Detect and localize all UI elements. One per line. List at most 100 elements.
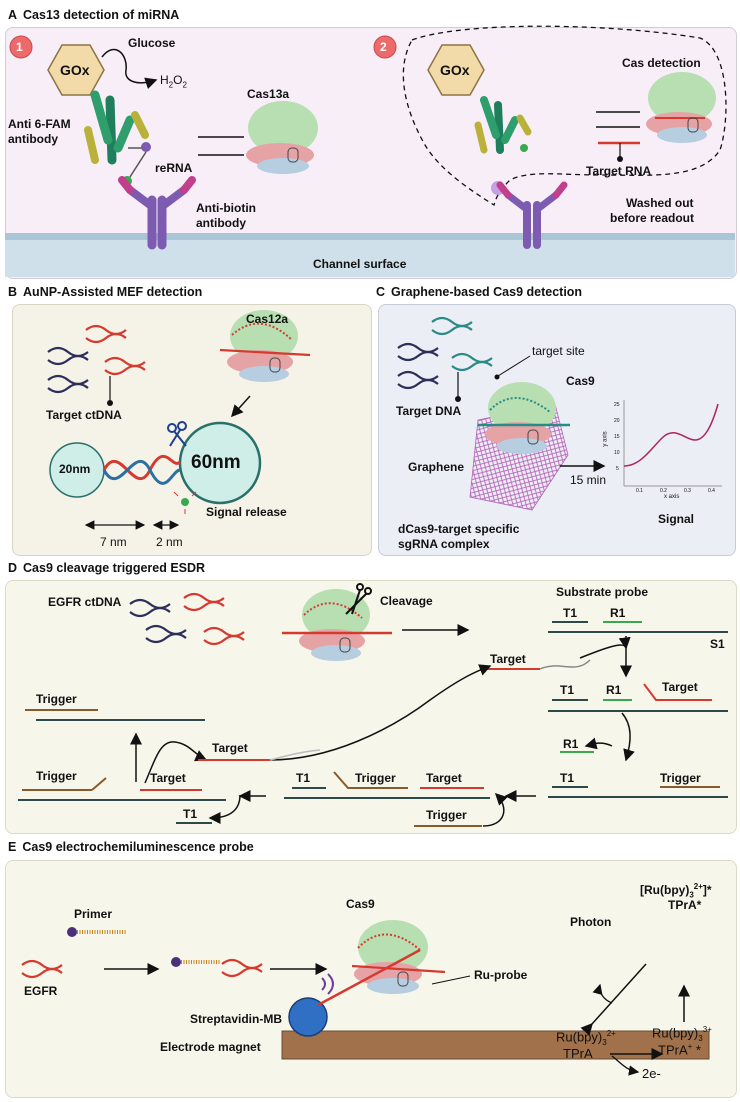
signal-waves-icon xyxy=(321,973,334,995)
t1-label-middle: T1 xyxy=(296,771,311,785)
r1-label-probe: R1 xyxy=(610,606,626,620)
panel-letter: C xyxy=(376,285,386,299)
glucose-label: Glucose xyxy=(128,36,176,50)
anti-biotin-antibody-2 xyxy=(496,181,568,249)
distance-2nm-label: 2 nm xyxy=(156,535,183,549)
panel-letter: B xyxy=(8,285,18,299)
r1-label-released: R1 xyxy=(563,737,579,751)
mini-xtick-2: 0.3 xyxy=(684,488,691,494)
mini-plot-xlabel: x axis xyxy=(664,494,680,500)
panel-letter: A xyxy=(8,8,18,22)
primer-dot xyxy=(67,927,77,937)
cas13a-protein-2 xyxy=(646,72,716,143)
washed-out-label-2: before readout xyxy=(610,211,695,225)
panel-a-graphics xyxy=(5,25,735,277)
np-60nm-label: 60nm xyxy=(191,452,241,473)
s1-label: S1 xyxy=(710,637,725,651)
cas9-label-e: Cas9 xyxy=(346,897,375,911)
step-2-marker xyxy=(373,35,397,59)
mini-ytick-4: 5 xyxy=(616,466,619,472)
mini-ytick-1: 20 xyxy=(614,418,620,424)
washed-out-label-1: Washed out xyxy=(626,196,694,210)
dna-helix-teal-2 xyxy=(451,352,493,372)
tpra-star-label: TPrA* xyxy=(668,898,702,912)
graphene-label: Graphene xyxy=(408,460,465,474)
panel-c-header: C Graphene-based Cas9 detection xyxy=(376,285,582,299)
trigger-label-bottom: Trigger xyxy=(426,808,467,822)
rerna-label: reRNA xyxy=(155,161,193,175)
mini-plot-line xyxy=(623,403,719,467)
anti-biotin-label-1: Anti-biotin xyxy=(196,201,256,215)
ru2-label: Ru(bpy)32+ xyxy=(556,1029,616,1047)
target-label-cycle: Target xyxy=(212,741,248,755)
t1-label-bottom: T1 xyxy=(183,807,198,821)
panel-title: Cas9 cleavage triggered ESDR xyxy=(23,561,206,575)
anti-fam-antibody xyxy=(84,90,149,165)
scissors-icon xyxy=(167,421,187,447)
gox-label: GOx xyxy=(60,62,90,78)
anti-fam-label-1: Anti 6-FAM xyxy=(8,117,71,131)
step-2-number: 2 xyxy=(380,40,387,54)
channel-surface xyxy=(5,233,735,277)
mini-ytick-2: 15 xyxy=(614,434,620,440)
panel-e-graphics xyxy=(21,920,710,1076)
cas13a-label: Cas13a xyxy=(247,87,290,101)
step-1-marker xyxy=(9,35,33,59)
cas13a-protein xyxy=(246,101,318,174)
trigger-label-middle: Trigger xyxy=(355,771,396,785)
glucose-arrow xyxy=(101,48,158,90)
ru-excited-label: [Ru(bpy)32+]* xyxy=(640,882,712,900)
cas-detection-label: Cas detection xyxy=(622,56,701,70)
mini-plot-ylabel: y axis xyxy=(602,431,609,447)
dna-helix-navy-6 xyxy=(145,624,187,644)
tpra-label: TPrA xyxy=(563,1046,593,1061)
scissors-icon xyxy=(345,583,372,615)
t1-label-hybrid: T1 xyxy=(560,683,575,697)
dna-helix-navy-4 xyxy=(397,370,439,390)
signal-release-label: Signal release xyxy=(206,505,287,519)
substrate-probe-label: Substrate probe xyxy=(556,585,649,599)
cas9-ecl-complex xyxy=(317,920,446,1007)
electrons-label: 2e- xyxy=(642,1066,661,1081)
egfr-ctdna-label: EGFR ctDNA xyxy=(48,595,122,609)
target-label-left: Target xyxy=(150,771,186,785)
ru-probe-label: Ru-probe xyxy=(474,968,528,982)
target-site-label: target site xyxy=(532,344,585,358)
signal-label: Signal xyxy=(658,512,695,526)
panel-b-background xyxy=(12,304,372,556)
dna-helix-red-4 xyxy=(203,626,245,646)
gox-hexagon-2 xyxy=(427,44,485,96)
mini-xtick-3: 0.4 xyxy=(708,488,715,494)
r1-label-hybrid: R1 xyxy=(606,683,622,697)
streptavidin-label: Streptavidin-MB xyxy=(190,1012,283,1026)
time-label: 15 min xyxy=(570,473,607,487)
anti-fam-label-2: antibody xyxy=(8,132,58,146)
cas12a-label: Cas12a xyxy=(246,312,289,326)
t1-label-right: T1 xyxy=(560,771,575,785)
mini-xtick-0: 0.1 xyxy=(636,488,643,494)
electrode-label: Electrode magnet xyxy=(160,1040,261,1054)
dna-helix-teal-1 xyxy=(431,316,473,336)
mini-xtick-1: 0.2 xyxy=(660,488,667,494)
cas9-protein xyxy=(478,382,570,454)
mini-ytick-3: 10 xyxy=(614,450,620,456)
photon-label: Photon xyxy=(570,915,612,929)
cas9-label: Cas9 xyxy=(566,374,595,388)
panel-title: Graphene-based Cas9 detection xyxy=(391,285,583,299)
dcas9-label-2: sgRNA complex xyxy=(398,537,490,551)
channel-surface-top xyxy=(5,233,735,240)
egfr-label: EGFR xyxy=(24,984,58,998)
np-20nm-label: 20nm xyxy=(59,462,91,476)
target-ctdna-label: Target ctDNA xyxy=(46,408,122,422)
trigger-label-top-left: Trigger xyxy=(36,692,77,706)
fam-dot xyxy=(141,142,151,152)
anti-biotin-antibody xyxy=(118,176,196,250)
dna-linker xyxy=(102,454,182,485)
panel-b-graphics xyxy=(47,310,311,530)
gox-label-2: GOx xyxy=(440,62,470,78)
tpra-plus-label: TPrA+ * xyxy=(658,1042,701,1058)
dna-helix-navy-3 xyxy=(397,342,439,362)
